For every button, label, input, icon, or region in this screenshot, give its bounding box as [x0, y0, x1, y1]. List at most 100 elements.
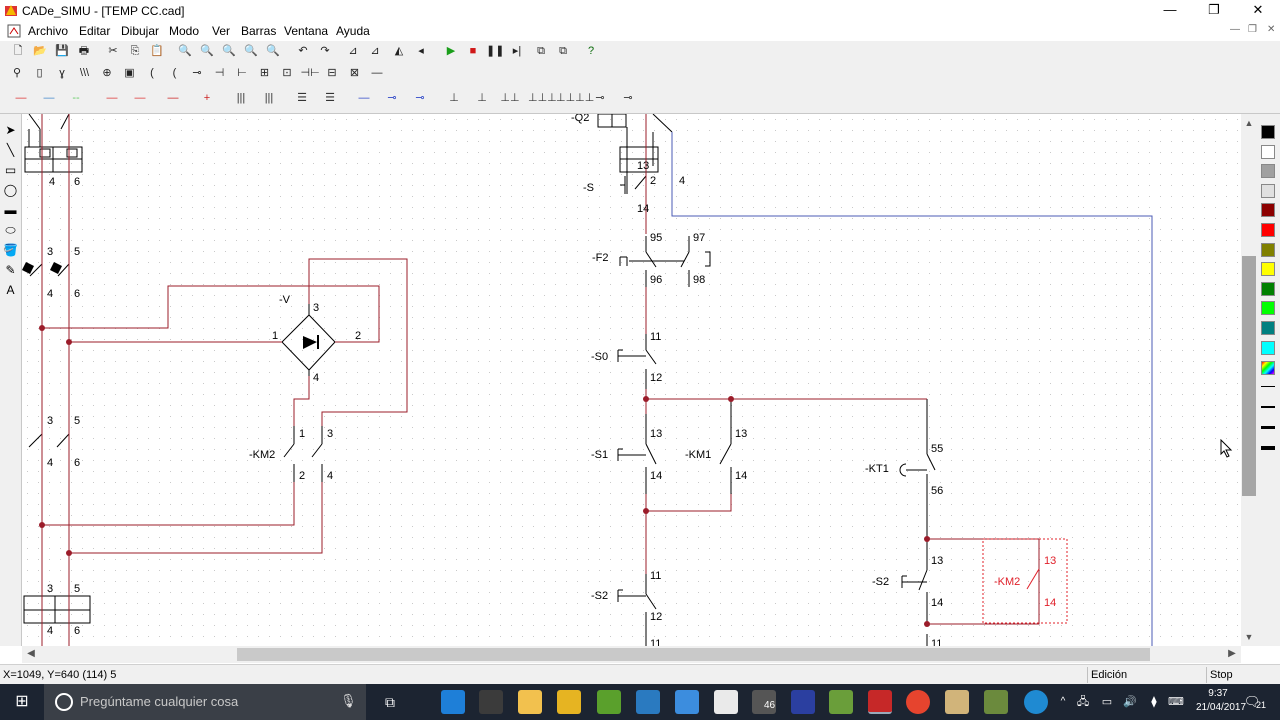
line-width-option[interactable]	[1261, 406, 1275, 408]
line-tool-4-icon[interactable]: —	[134, 92, 146, 104]
help-icon[interactable]: ?	[587, 45, 595, 57]
menu-ver[interactable]: Ver	[212, 24, 231, 38]
schematic-drawing[interactable]: 463546-V3124354613-KM2243546-Q213-S24149…	[22, 114, 1241, 646]
app-blue-icon[interactable]	[636, 690, 660, 714]
battery-icon[interactable]: ▭	[1101, 696, 1113, 708]
step-icon[interactable]: ▸|	[512, 45, 522, 57]
line-tool-14-icon[interactable]: ⊥	[449, 92, 459, 104]
undo-icon[interactable]: ↶	[298, 45, 308, 57]
line-tool-icon[interactable]: ╲	[6, 143, 15, 157]
line-tool-6-icon[interactable]: +	[203, 92, 211, 104]
component-tool-4-icon[interactable]: ⊕	[102, 67, 112, 79]
rectangle-tool-icon[interactable]: ▭	[4, 163, 17, 177]
scroll-up-icon[interactable]: ▲	[1244, 118, 1254, 128]
flip-icon[interactable]: ◭	[394, 45, 404, 57]
menu-barras[interactable]: Barras	[241, 24, 277, 38]
windows-start-icon[interactable]: ⊞	[15, 693, 29, 710]
show-hidden-icons-icon[interactable]: ^	[1060, 696, 1066, 707]
file-explorer-icon[interactable]	[518, 690, 542, 714]
component-tool-2-icon[interactable]: ɣ	[59, 67, 65, 79]
word-icon[interactable]	[791, 690, 815, 714]
cut-icon[interactable]: ✂	[108, 45, 118, 57]
line-tool-10-icon[interactable]: ☰	[325, 92, 335, 104]
filled-rectangle-tool-icon[interactable]: ▬	[4, 203, 17, 217]
custom-color-swatch[interactable]	[1261, 361, 1275, 375]
zoom-prev-icon[interactable]: 🔍	[266, 45, 280, 57]
component-tool-9-icon[interactable]: ⊣	[214, 67, 225, 79]
line-width-option[interactable]	[1261, 426, 1275, 429]
component-tool-11-icon[interactable]: ⊞	[259, 67, 270, 79]
app-green-icon[interactable]	[984, 690, 1008, 714]
vertical-scrollbar[interactable]: ▲ ▼	[1241, 114, 1257, 646]
line-tool-18-icon[interactable]: ⊥⊥⊥⊥	[556, 92, 595, 104]
window-b-icon[interactable]: ⧉	[559, 45, 567, 57]
zoom-fit-icon[interactable]: 🔍	[244, 45, 258, 57]
color-swatch[interactable]	[1261, 262, 1275, 277]
line-tool-15-icon[interactable]: ⊥	[477, 92, 487, 104]
line-tool-13-icon[interactable]: ⊸	[415, 92, 425, 104]
taskbar-search-box[interactable]: Pregúntame cualquier cosa 🎙	[44, 684, 366, 720]
window-a-icon[interactable]: ⧉	[537, 45, 545, 57]
store-icon[interactable]	[479, 690, 503, 714]
horizontal-scroll-thumb[interactable]	[237, 648, 1150, 661]
open-icon[interactable]: 📂	[33, 45, 47, 57]
mirror-b-icon[interactable]: ⊿	[370, 45, 380, 57]
app-gold-icon[interactable]	[945, 690, 969, 714]
mirror-a-icon[interactable]: ⊿	[348, 45, 358, 57]
paste-icon[interactable]: 📋	[150, 45, 164, 57]
menu-editar[interactable]: Editar	[79, 24, 111, 38]
select-arrow-icon[interactable]: ➤	[5, 123, 16, 137]
line-tool-1-icon[interactable]: —	[43, 92, 55, 104]
notifications-icon[interactable]: 🗨	[1243, 694, 1261, 709]
play-icon[interactable]: ▶	[446, 45, 456, 57]
component-tool-3-icon[interactable]: \\\	[79, 67, 90, 79]
component-tool-6-icon[interactable]: (	[150, 67, 154, 79]
minimize-button[interactable]: —	[1163, 2, 1177, 17]
line-tool-16-icon[interactable]: ⊥⊥	[500, 92, 520, 104]
pause-icon[interactable]: ❚❚	[486, 45, 505, 57]
save-icon[interactable]: 💾	[55, 45, 69, 57]
scroll-right-icon[interactable]: ▶	[1228, 648, 1236, 659]
tool-app-icon[interactable]	[829, 690, 853, 714]
doc-restore-button[interactable]: ❐	[1248, 24, 1257, 35]
scroll-down-icon[interactable]: ▼	[1244, 632, 1254, 642]
fill-bucket-icon[interactable]: 🪣	[3, 243, 18, 257]
color-swatch[interactable]	[1261, 281, 1275, 296]
line-tool-9-icon[interactable]: ☰	[297, 92, 307, 104]
rotate-icon[interactable]: ◂	[418, 45, 424, 57]
paint-icon[interactable]	[597, 690, 621, 714]
line-tool-5-icon[interactable]: —	[167, 92, 179, 104]
document-app-icon[interactable]	[714, 690, 738, 714]
help-app-icon[interactable]	[1024, 690, 1048, 714]
color-swatch[interactable]	[1261, 223, 1275, 237]
component-tool-13-icon[interactable]: ⊣⊢	[300, 67, 320, 79]
color-swatch[interactable]	[1261, 144, 1275, 159]
color-swatch[interactable]	[1261, 183, 1275, 198]
chrome-icon[interactable]	[906, 690, 930, 714]
component-tool-0-icon[interactable]: ⚲	[12, 67, 22, 79]
component-tool-16-icon[interactable]: —	[371, 67, 383, 79]
menu-dibujar[interactable]: Dibujar	[121, 24, 160, 38]
microphone-icon[interactable]: 🎙	[340, 693, 357, 708]
line-tool-17-icon[interactable]: ⊥⊥⊥	[528, 92, 557, 104]
doc-close-button[interactable]: ✕	[1267, 24, 1276, 35]
zoom-window-icon[interactable]: 🔍	[222, 45, 236, 57]
vertical-scroll-thumb[interactable]	[1242, 256, 1256, 496]
color-swatch[interactable]	[1261, 340, 1275, 355]
color-swatch[interactable]	[1261, 164, 1275, 179]
line-tool-2-icon[interactable]: --	[72, 92, 80, 104]
network-icon[interactable]: 🖧	[1076, 696, 1090, 708]
restore-button[interactable]: ❐	[1208, 2, 1220, 17]
folder-icon[interactable]	[557, 690, 581, 714]
zoom-in-icon[interactable]: 🔍	[178, 45, 192, 57]
component-tool-14-icon[interactable]: ⊟	[327, 67, 337, 79]
line-tool-8-icon[interactable]: |||	[264, 92, 274, 104]
taskbar-clock[interactable]: 9:37 21/04/2017	[1196, 687, 1246, 715]
stop-icon[interactable]: ■	[469, 45, 477, 57]
component-tool-15-icon[interactable]: ⊠	[349, 67, 360, 79]
keyboard-icon[interactable]: ⌨	[1168, 696, 1184, 708]
ellipse-tool-icon[interactable]: ◯	[3, 183, 18, 197]
line-width-option[interactable]	[1261, 446, 1275, 450]
horizontal-scrollbar[interactable]: ◀ ▶	[22, 646, 1241, 663]
